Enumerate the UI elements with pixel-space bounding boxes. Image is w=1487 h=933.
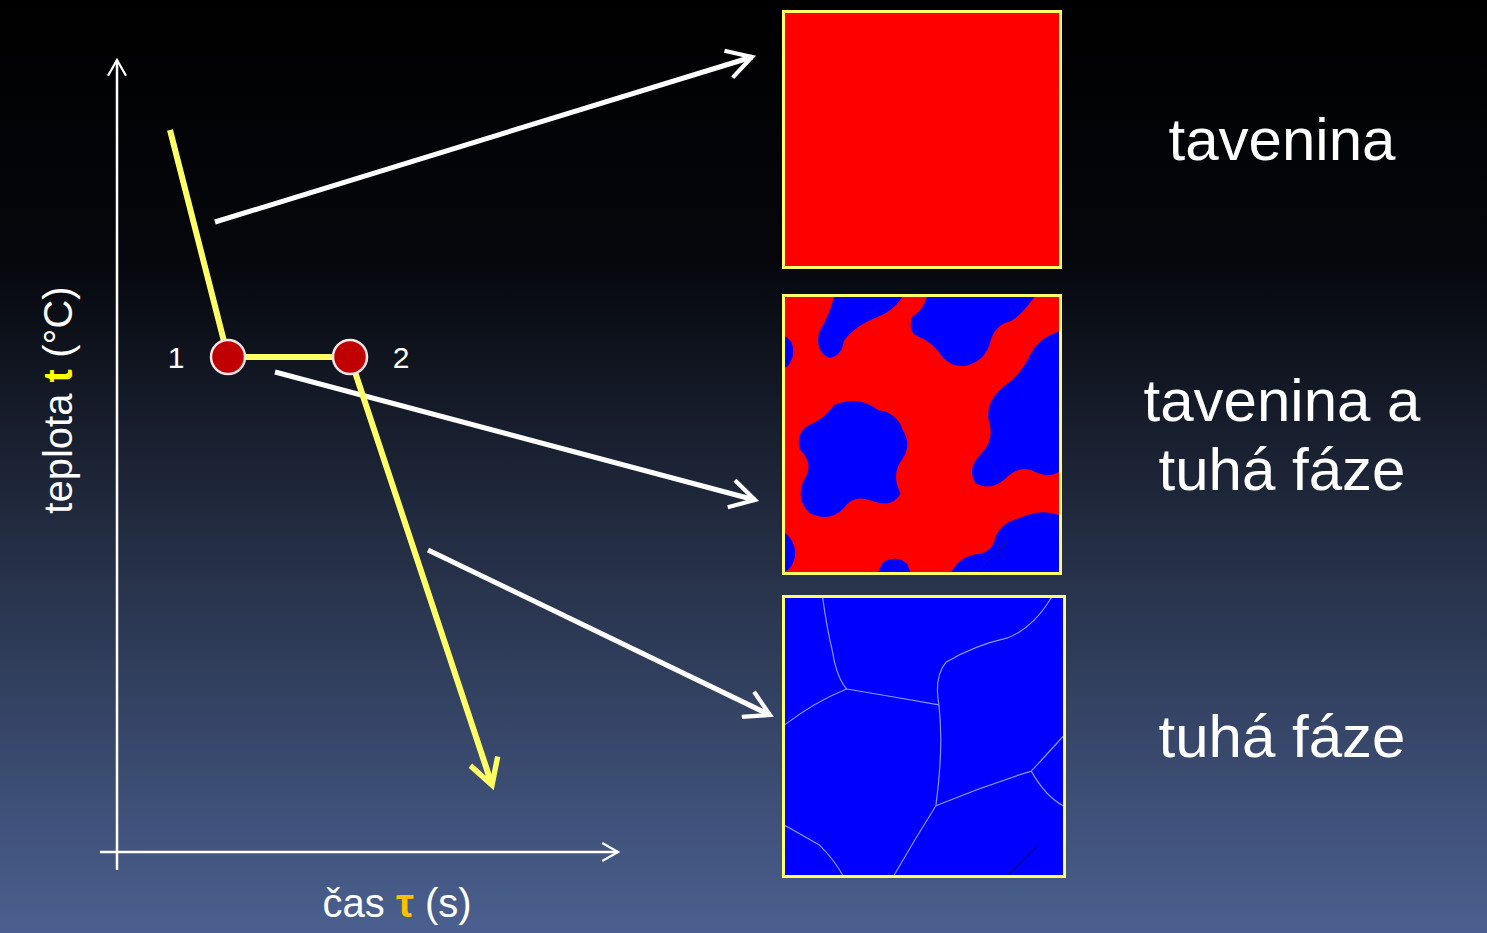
leader-arrow: [275, 372, 755, 500]
mixed-phase-sample: tavenina a tuhá fáze: [782, 294, 1062, 575]
x-axis-label: časτ(s): [322, 881, 471, 926]
axis-text: čas: [322, 881, 384, 925]
axis-symbol: τ: [396, 881, 414, 925]
cooling-curve: [170, 130, 492, 785]
phase-label: tavenina: [1092, 105, 1472, 174]
microstructure: [785, 297, 1059, 572]
leader-arrow: [215, 57, 752, 222]
phase-label: tuhá fáze: [1092, 702, 1472, 771]
leader-arrow: [428, 550, 770, 715]
point-marker: [333, 340, 367, 374]
axis-text: 2: [393, 341, 410, 374]
axis-symbol: t: [36, 369, 80, 382]
sample-square: [782, 595, 1066, 878]
melt-sample: tavenina: [782, 10, 1062, 269]
point-number: 2: [393, 341, 410, 375]
y-axis-label: teplota t (°C): [36, 286, 81, 513]
axis-text: teplota: [36, 394, 80, 514]
axis-text: (s): [425, 881, 472, 925]
microstructure: [785, 598, 1063, 875]
point-number: 1: [168, 341, 185, 375]
y-axis: [116, 60, 119, 870]
sample-square: [782, 10, 1062, 269]
x-axis: [100, 851, 618, 854]
point-marker: [211, 340, 245, 374]
phase-label: tavenina a tuhá fáze: [1092, 366, 1472, 504]
axis-text: (°C): [36, 286, 80, 358]
microstructure: [785, 13, 1059, 266]
sample-square: [782, 294, 1062, 575]
solid-sample: tuhá fáze: [782, 595, 1066, 878]
axis-text: 1: [168, 341, 185, 374]
